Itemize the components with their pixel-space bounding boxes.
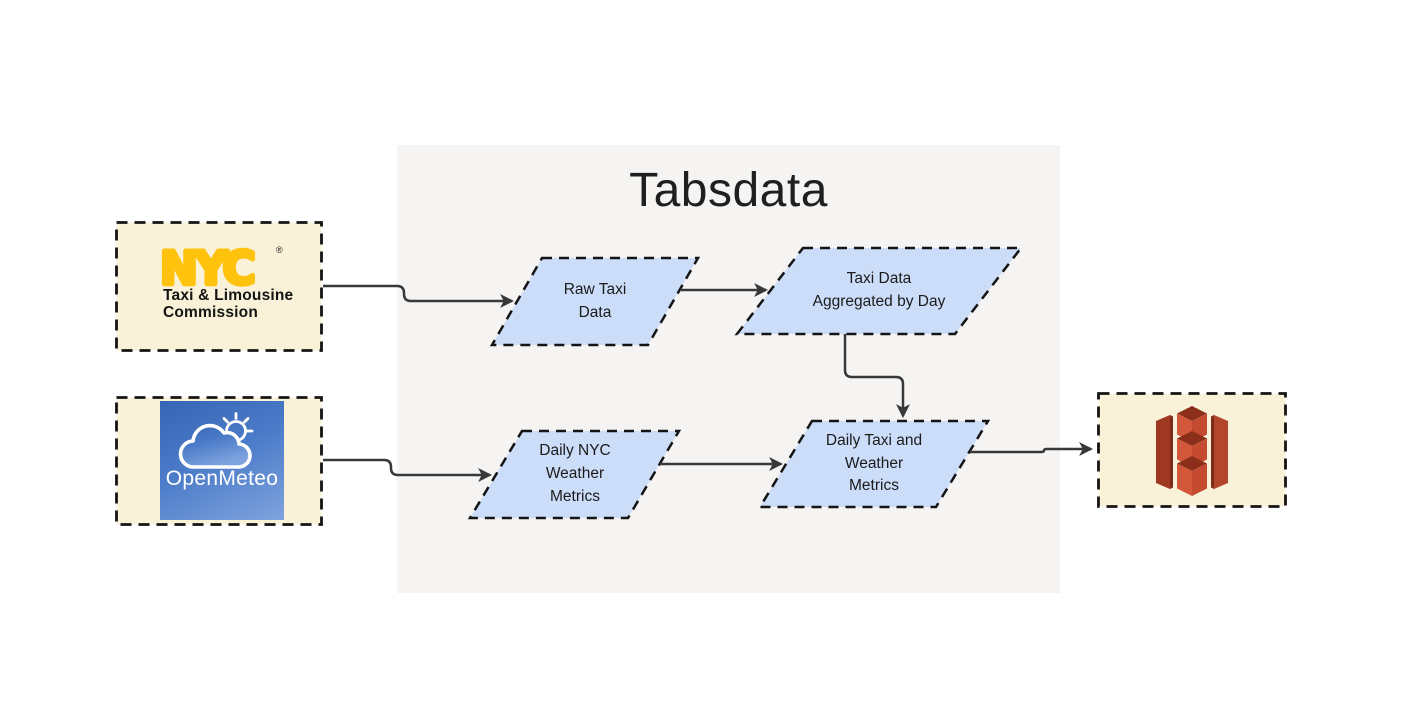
panel-title: Tabsdata (629, 164, 828, 217)
openmeteo-tile: OpenMeteo (160, 401, 284, 520)
node-daily-nyc-weather-label: Daily NYC Weather Metrics (539, 442, 611, 505)
node-daily-nyc-weather-shape (467, 429, 682, 520)
nyc-trademark-symbol: ® (276, 245, 283, 255)
node-taxi-agg-by-day-label: Taxi Data Aggregated by Day (812, 270, 946, 310)
node-daily-taxi-weather-shape (757, 419, 991, 509)
cloud-sun-icon (178, 412, 254, 469)
nyc-logo-text: NYC (160, 242, 254, 295)
edge-nyc-to-raw-taxi (323, 284, 515, 308)
openmeteo-label: OpenMeteo (165, 467, 279, 490)
nyc-logo-subtitle: Taxi & Limousine Commission (163, 287, 294, 321)
edge-daily-taxi-weather-to-s3 (970, 442, 1094, 456)
s3-bucket-icon (1156, 406, 1228, 496)
node-daily-taxi-weather-label: Daily Taxi and Weather Metrics (825, 431, 923, 495)
node-raw-taxi-data-label: Raw Taxi Data (563, 280, 627, 321)
nyc-tlc-logo: NYC (158, 240, 259, 296)
edge-agg-to-daily-taxi-weather (843, 334, 910, 419)
edge-openmeteo-to-weather (323, 458, 493, 482)
node-raw-taxi-data-shape (489, 256, 701, 347)
node-taxi-agg-by-day-shape (734, 246, 1024, 336)
nyc-source-box (115, 221, 323, 352)
